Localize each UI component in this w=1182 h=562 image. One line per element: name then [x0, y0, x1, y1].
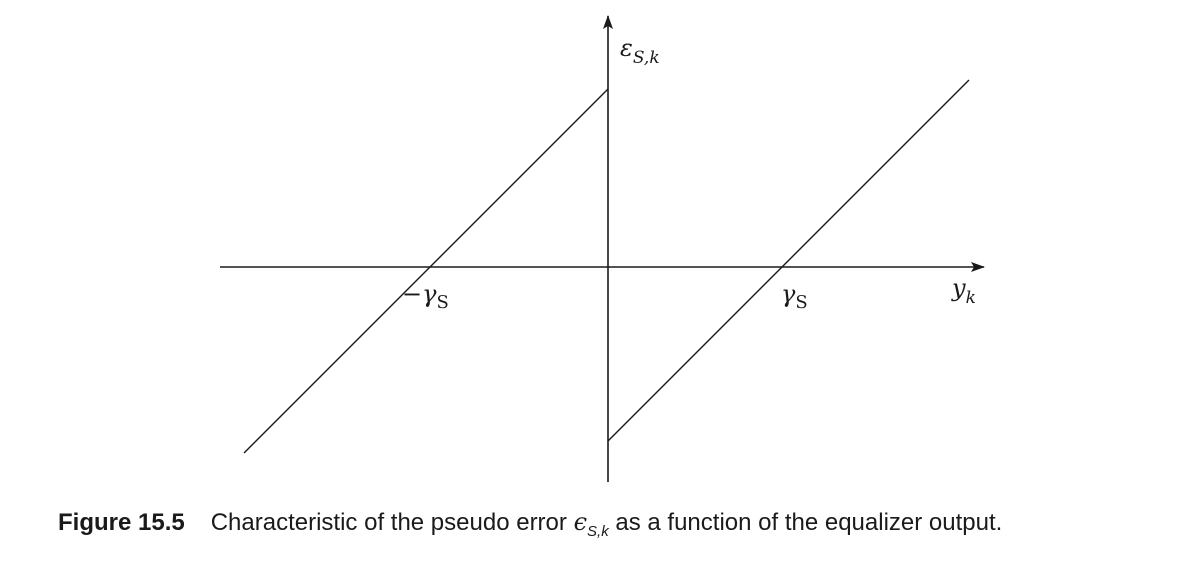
tick-label-gamma-sub: S — [795, 292, 807, 313]
figure-number: Figure 15.5 — [58, 509, 185, 536]
characteristic-left-branch — [243, 88, 609, 454]
tick-label-gamma-main: γ — [781, 280, 796, 308]
y-axis-label: εS,k — [620, 34, 660, 68]
tick-label-neg-gamma-main: −γ — [402, 280, 437, 308]
tick-label-neg-gamma: −γS — [402, 280, 449, 313]
tick-label-neg-gamma-sub: S — [436, 292, 448, 313]
x-axis-label-sub: k — [966, 288, 976, 308]
caption-symbol-sub: S,k — [587, 523, 609, 540]
x-axis-label-main: y — [951, 274, 966, 302]
y-axis-label-main: ε — [620, 34, 633, 62]
characteristic-right-branch — [607, 79, 970, 442]
caption-text-after: as a function of the equalizer output. — [615, 509, 1003, 536]
x-axis-label: yk — [951, 274, 976, 308]
caption-symbol: ϵ — [573, 508, 588, 536]
caption-text-before: Characteristic of the pseudo error — [210, 509, 567, 536]
y-axis-label-sub: S,k — [633, 48, 660, 68]
tick-label-gamma: γS — [781, 280, 808, 313]
figure-caption: Figure 15.5 Characteristic of the pseudo … — [58, 508, 1168, 540]
